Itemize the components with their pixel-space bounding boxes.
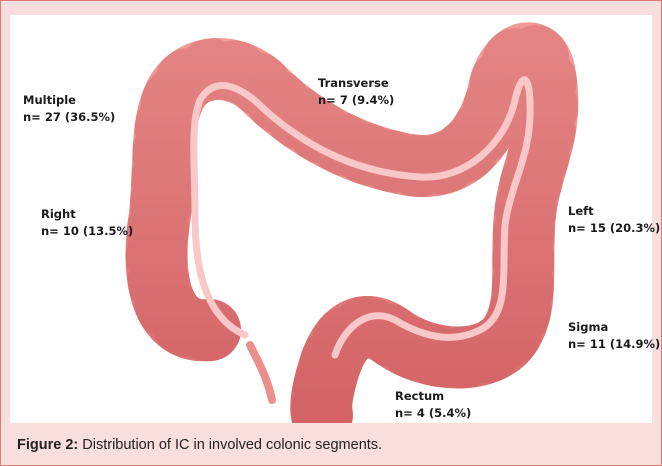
label-rectum-name: Rectum <box>395 388 471 405</box>
label-sigma-name: Sigma <box>568 319 660 336</box>
label-transverse-name: Transverse <box>318 75 394 92</box>
label-right-value: n= 10 (13.5%) <box>41 223 133 240</box>
label-rectum: Rectum n= 4 (5.4%) <box>395 388 471 422</box>
label-multiple-value: n= 27 (36.5%) <box>23 109 115 126</box>
label-transverse-value: n= 7 (9.4%) <box>318 92 394 109</box>
label-left-value: n= 15 (20.3%) <box>568 220 660 237</box>
label-right: Right n= 10 (13.5%) <box>41 206 133 240</box>
caption-label: Figure 2: <box>17 437 78 453</box>
label-left: Left n= 15 (20.3%) <box>568 203 660 237</box>
caption-text: Distribution of IC in involved colonic s… <box>82 437 382 453</box>
label-multiple: Multiple n= 27 (36.5%) <box>23 92 115 126</box>
label-sigma-value: n= 11 (14.9%) <box>568 336 660 353</box>
label-sigma: Sigma n= 11 (14.9%) <box>568 319 660 353</box>
label-transverse: Transverse n= 7 (9.4%) <box>318 75 394 109</box>
label-right-name: Right <box>41 206 133 223</box>
label-left-name: Left <box>568 203 660 220</box>
label-rectum-value: n= 4 (5.4%) <box>395 405 471 422</box>
figure-caption: Figure 2: Distribution of IC in involved… <box>17 437 382 453</box>
appendix-shape <box>250 345 272 400</box>
label-multiple-name: Multiple <box>23 92 115 109</box>
